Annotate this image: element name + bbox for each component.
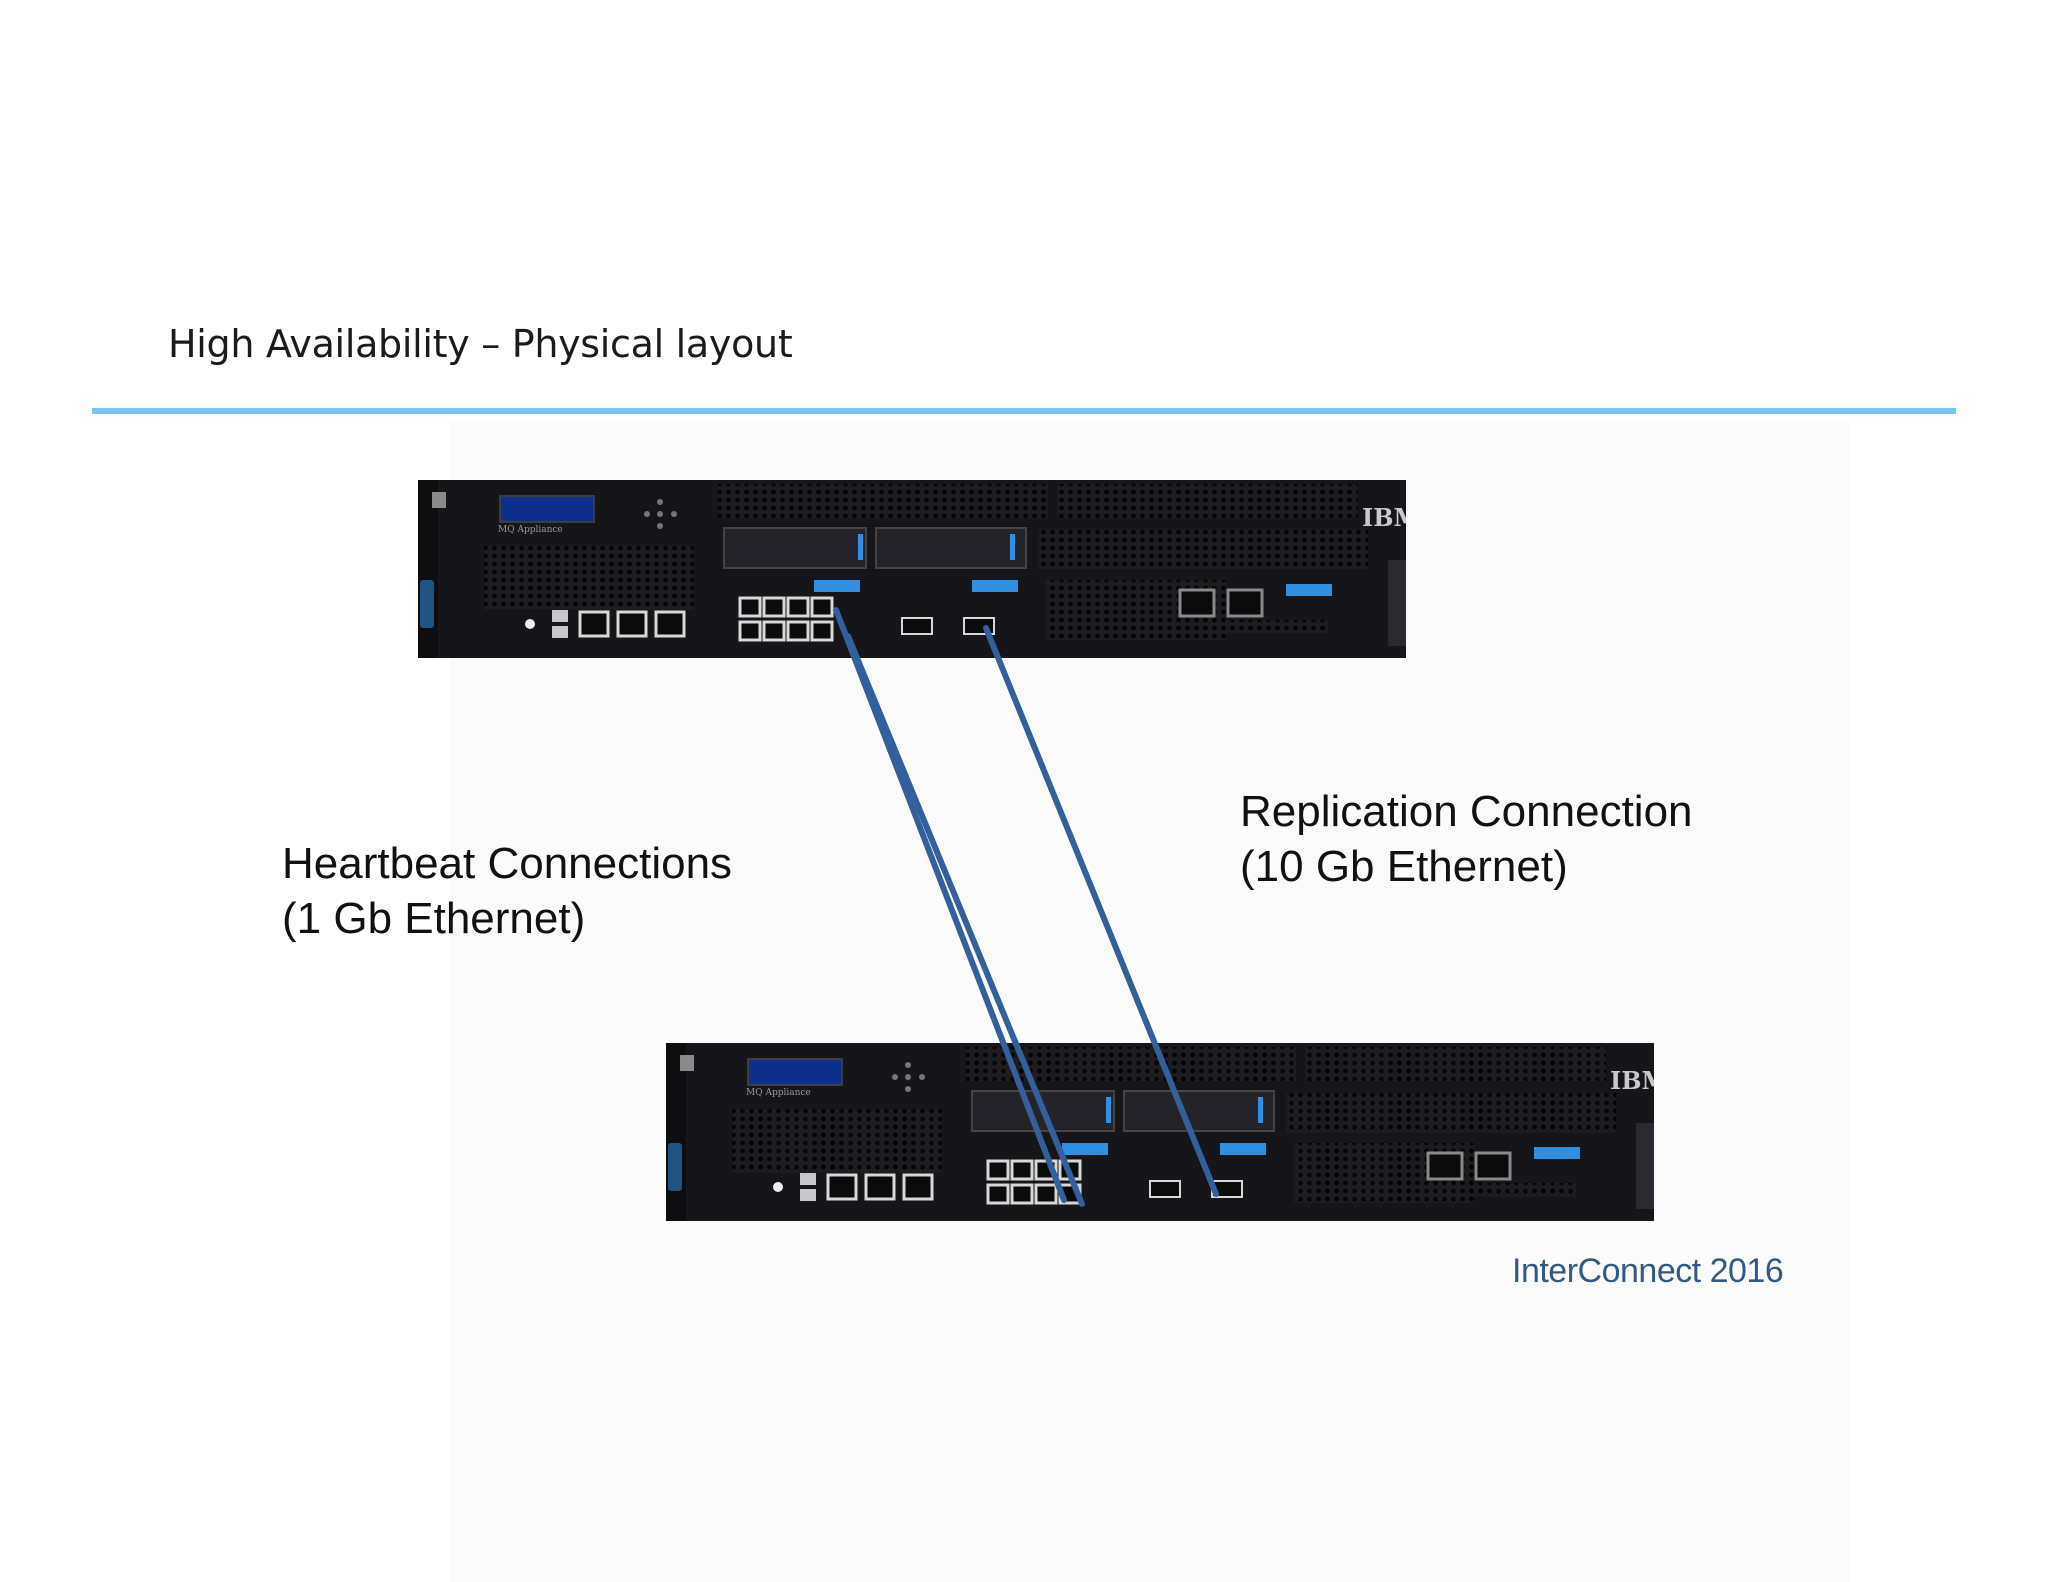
heartbeat-label-line1: Heartbeat Connections	[282, 839, 733, 888]
lcd-display-icon	[747, 1058, 843, 1086]
ethernet-1gb-ports-icon	[738, 596, 834, 642]
ibm-logo: IBM	[1362, 503, 1406, 532]
appliance-model-label: MQ Appliance	[746, 1088, 811, 1098]
ibm-logo: IBM	[1610, 1066, 1654, 1095]
title-divider	[92, 408, 1956, 414]
heartbeat-label-line2: (1 Gb Ethernet)	[282, 894, 586, 943]
heartbeat-connections-label: Heartbeat Connections (1 Gb Ethernet)	[282, 836, 732, 946]
replication-label-line1: Replication Connection	[1240, 787, 1693, 836]
replication-label-line2: (10 Gb Ethernet)	[1240, 842, 1568, 891]
appliance-top: MQ Appliance	[418, 480, 1406, 658]
footer-event-logo: InterConnect 2016	[1512, 1252, 1784, 1290]
slide-title: High Availability – Physical layout	[168, 322, 793, 366]
replication-connection-label: Replication Connection (10 Gb Ethernet)	[1240, 784, 1693, 894]
lcd-display-icon	[499, 495, 595, 523]
appliance-model-label: MQ Appliance	[498, 525, 563, 535]
appliance-bottom: MQ Appliance IBM	[666, 1043, 1654, 1221]
